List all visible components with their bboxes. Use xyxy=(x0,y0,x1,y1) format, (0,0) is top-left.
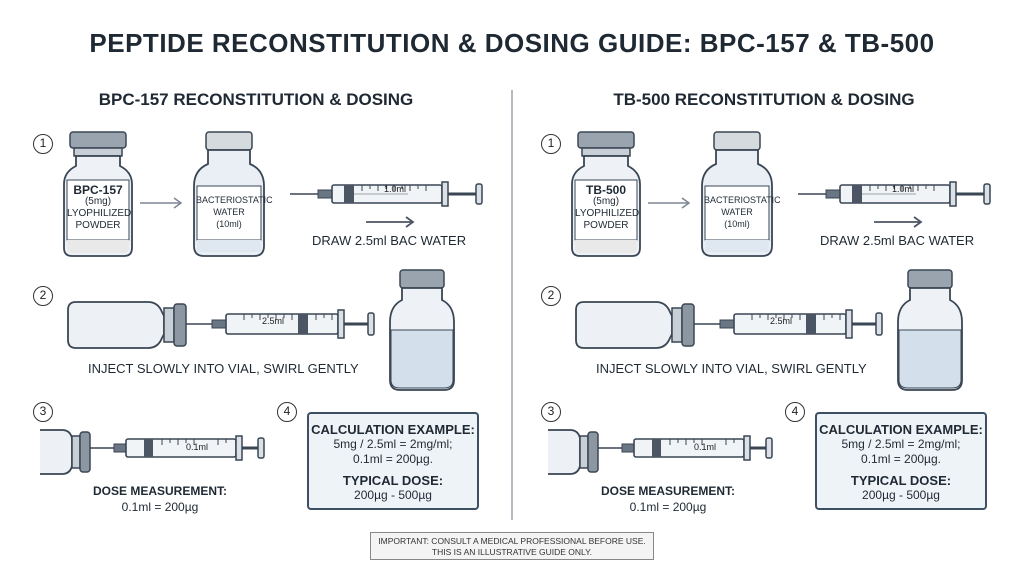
peptide-form-2: POWDER xyxy=(583,220,629,231)
draw-caption: DRAW 2.5ml BAC WATER xyxy=(312,233,467,248)
inject-caption: INJECT SLOWLY INTO VIAL, SWIRL GENTLY xyxy=(88,361,359,376)
step-number-1: 1 xyxy=(541,134,561,154)
water-vial xyxy=(701,131,773,257)
typical-value: 200µg - 500µg xyxy=(862,488,940,502)
water-line-3: (10ml) xyxy=(724,219,750,229)
step-number-3: 3 xyxy=(541,402,561,422)
disclaimer-box: IMPORTANT: CONSULT A MEDICAL PROFESSIONA… xyxy=(370,532,654,560)
calc-line-2: 0.1ml = 200µg. xyxy=(353,452,433,466)
step-number-1: 1 xyxy=(33,134,53,154)
water-vial-label: BACTERIOSTATIC WATER (10ml) xyxy=(196,194,273,230)
step-number-4: 4 xyxy=(785,402,805,422)
vial-horizontal xyxy=(67,301,187,349)
peptide-vial-label: BPC-157 (5mg) LYOPHILIZED POWDER xyxy=(67,183,132,232)
calc-line-1: 5mg / 2.5ml = 2mg/ml; xyxy=(333,437,453,451)
peptide-form-1: LYOPHILIZED xyxy=(575,208,640,219)
peptide-vial xyxy=(571,131,641,257)
calc-line-1: 5mg / 2.5ml = 2mg/ml; xyxy=(841,437,961,451)
guide-panel-2: TB-500 RECONSTITUTION & DOSING xyxy=(508,0,1020,572)
panel-illustrations xyxy=(40,131,483,475)
arrow-right xyxy=(366,216,415,228)
water-line-1: BACTERIOSTATIC xyxy=(196,195,273,205)
panel-heading: BPC-157 RECONSTITUTION & DOSING xyxy=(98,90,414,109)
peptide-name: TB-500 xyxy=(585,183,626,197)
vial-reconstituted xyxy=(389,269,455,391)
water-line-1: BACTERIOSTATIC xyxy=(704,195,781,205)
calc-line-2: 0.1ml = 200µg. xyxy=(861,452,941,466)
syringe-dose-label: 0.1ml xyxy=(186,442,209,452)
step-number-4: 4 xyxy=(277,402,297,422)
typical-value: 200µg - 500µg xyxy=(354,488,432,502)
panel-illustrations xyxy=(548,131,991,475)
syringe-draw xyxy=(798,181,991,207)
peptide-amount: (5mg) xyxy=(592,196,620,207)
dose-value: 0.1ml = 200µg xyxy=(629,500,707,514)
typical-heading: TYPICAL DOSE: xyxy=(850,473,952,488)
syringe-inject xyxy=(694,309,883,339)
vial-partial xyxy=(548,429,599,475)
dose-title: DOSE MEASUREMENT: xyxy=(92,484,227,498)
arrow-right xyxy=(874,216,923,228)
syringe-dose-label: 0.1ml xyxy=(694,442,717,452)
disclaimer-line-2: THIS IS AN ILLUSTRATIVE GUIDE ONLY. xyxy=(431,547,593,557)
water-line-3: (10ml) xyxy=(216,219,242,229)
syringe-dose xyxy=(598,435,773,461)
water-vial xyxy=(193,131,265,257)
draw-caption: DRAW 2.5ml BAC WATER xyxy=(820,233,975,248)
syringe-inject-label: 2.5ml xyxy=(770,316,793,326)
water-line-2: WATER xyxy=(213,207,245,217)
water-vial-label: BACTERIOSTATIC WATER (10ml) xyxy=(704,194,781,230)
syringe-dose xyxy=(90,435,265,461)
arrow-right xyxy=(648,197,691,209)
dose-value: 0.1ml = 200µg xyxy=(121,500,199,514)
disclaimer-line-1: IMPORTANT: CONSULT A MEDICAL PROFESSIONA… xyxy=(378,536,646,546)
peptide-amount: (5mg) xyxy=(84,196,112,207)
peptide-vial-label: TB-500 (5mg) LYOPHILIZED POWDER xyxy=(575,183,640,232)
syringe-draw-label: 1.0ml xyxy=(892,184,915,194)
calc-heading: CALCULATION EXAMPLE: xyxy=(819,422,983,437)
water-line-2: WATER xyxy=(721,207,753,217)
calc-heading: CALCULATION EXAMPLE: xyxy=(311,422,475,437)
step-number-3: 3 xyxy=(33,402,53,422)
peptide-form-2: POWDER xyxy=(75,220,121,231)
dose-title: DOSE MEASUREMENT: xyxy=(600,484,735,498)
arrow-right xyxy=(140,197,183,209)
vial-reconstituted xyxy=(897,269,963,391)
inject-caption: INJECT SLOWLY INTO VIAL, SWIRL GENTLY xyxy=(596,361,867,376)
calculation-box: CALCULATION EXAMPLE: 5mg / 2.5ml = 2mg/m… xyxy=(307,412,479,510)
peptide-form-1: LYOPHILIZED xyxy=(67,208,132,219)
vial-horizontal xyxy=(575,301,695,349)
step-number-2: 2 xyxy=(541,286,561,306)
syringe-draw xyxy=(290,181,483,207)
peptide-vial xyxy=(63,131,133,257)
guide-panel-1: BPC-157 RECONSTITUTION & DOSING xyxy=(33,90,483,514)
calculation-box: CALCULATION EXAMPLE: 5mg / 2.5ml = 2mg/m… xyxy=(815,412,987,510)
syringe-draw-label: 1.0ml xyxy=(384,184,407,194)
typical-heading: TYPICAL DOSE: xyxy=(342,473,444,488)
page-title: PEPTIDE RECONSTITUTION & DOSING GUIDE: B… xyxy=(89,28,935,58)
vial-partial xyxy=(40,429,91,475)
peptide-name: BPC-157 xyxy=(73,183,123,197)
panel-heading: TB-500 RECONSTITUTION & DOSING xyxy=(613,90,915,109)
step-number-2: 2 xyxy=(33,286,53,306)
syringe-inject xyxy=(186,309,375,339)
syringe-inject-label: 2.5ml xyxy=(262,316,285,326)
